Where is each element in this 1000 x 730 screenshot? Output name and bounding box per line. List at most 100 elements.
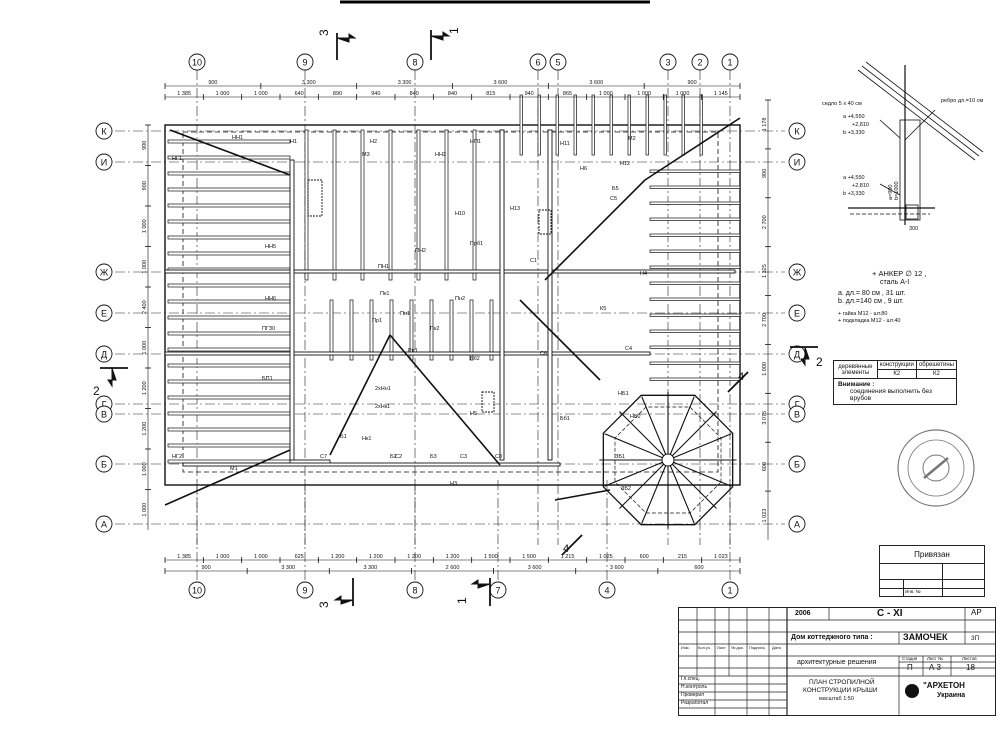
- octagon-rafter: [641, 396, 669, 461]
- member-label: С6: [540, 351, 547, 357]
- octagon-rafter: [667, 459, 732, 487]
- member-label: Н6: [580, 166, 587, 172]
- section-2-right: 2: [816, 355, 823, 369]
- anchor-notes: + АНКЕР ∅ 12 , сталь А-I a. дл.= 80 см ,…: [838, 268, 968, 325]
- left-dim-value: 1 000: [142, 462, 148, 476]
- stamp-title-2: КОНСТРУКЦИИ КРЫШИ: [803, 687, 878, 694]
- stamp-r2: Н.контроль: [681, 684, 708, 690]
- grid-bubble-top: [406, 53, 424, 71]
- beam: [499, 129, 505, 461]
- detail-dim-900: a=900: [888, 185, 894, 200]
- detail-a1: a +4,550: [843, 114, 865, 120]
- rafter: [472, 129, 477, 281]
- rafter: [591, 94, 595, 156]
- octagon-rafter: [667, 411, 717, 461]
- rafter: [555, 94, 559, 156]
- detail-c1: b +3,330: [843, 130, 865, 136]
- rafter: [167, 363, 291, 368]
- member-label: Пк2: [430, 326, 439, 332]
- bottom-dim-inner-value: 625: [295, 554, 304, 560]
- rafter: [649, 233, 741, 237]
- right-dim-value: 1 178: [762, 118, 768, 132]
- rafter: [699, 94, 703, 156]
- detail-dim-300: 300: [909, 226, 918, 232]
- member-label: НБ2: [630, 414, 641, 420]
- rafter: [649, 169, 741, 173]
- stamp-h-izm: Изм.: [681, 645, 690, 650]
- member-label: С7: [320, 454, 327, 460]
- left-dim-value: 2 400: [142, 300, 148, 314]
- octagon-rafter: [619, 459, 669, 509]
- bottom-dim-outer-value: 900: [201, 565, 210, 571]
- bottom-dim-outer-value: 3 600: [610, 565, 624, 571]
- rafter: [609, 94, 613, 156]
- bottom-dim-outer-value: 3 300: [281, 565, 295, 571]
- rafter: [649, 217, 741, 221]
- grid-bubble-left: [95, 405, 113, 423]
- grid-bubble-right: [788, 515, 806, 533]
- beam: [164, 269, 736, 274]
- top-dim-outer-value: 3 600: [494, 80, 508, 86]
- member-label: Б1: [340, 434, 347, 440]
- member-label: С2: [395, 454, 402, 460]
- stamp-year: 2006: [795, 610, 811, 617]
- legend-col3: обрешетины: [915, 360, 958, 370]
- rafter: [349, 299, 354, 361]
- rafter: [167, 139, 291, 144]
- member-label: Н10: [455, 211, 465, 217]
- member-label: М1: [230, 466, 238, 472]
- member-label: БП1: [262, 376, 273, 382]
- title-block-grid: [679, 608, 995, 715]
- grid-bubble-bottom-label: 9: [302, 585, 307, 595]
- right-dim-value: 3 075: [762, 411, 768, 425]
- member-label: ПН2: [415, 248, 426, 254]
- grid-bubble-top-label: 5: [555, 57, 560, 67]
- grid-bubble-top: [529, 53, 547, 71]
- member-label: С4: [625, 346, 632, 352]
- section-markers: 3 1 3 1 2 2 4 4: [93, 27, 823, 608]
- inv-no-label: Инв. №: [905, 589, 921, 594]
- member-label: Пн1: [400, 311, 410, 317]
- member-label: Н12: [620, 161, 630, 167]
- grid-bubble-top: [691, 53, 709, 71]
- grid-bubble-right: [788, 153, 806, 171]
- grid-bubble-top: [721, 53, 739, 71]
- member-label: М2: [628, 136, 636, 142]
- grid-bubble-left: [95, 455, 113, 473]
- octagon-rafter: [619, 411, 669, 461]
- octagon-rafter: [604, 433, 669, 461]
- right-dim-value: 900: [762, 169, 768, 178]
- grid-bubble-top-label: 3: [665, 57, 670, 67]
- stamp-project: Дом коттеджного типа :: [791, 634, 873, 641]
- member-label: НГ2: [172, 454, 182, 460]
- rafter: [167, 395, 291, 400]
- grid-bubble-left: [95, 153, 113, 171]
- rafter: [649, 281, 741, 285]
- bottom-dim-inner-value: 1 200: [369, 554, 383, 560]
- section-3-top: 3: [317, 29, 331, 36]
- bottom-dim-inner-value: 1 500: [522, 554, 536, 560]
- rafter: [167, 315, 291, 320]
- grid-bubble-right-label: Д: [794, 349, 800, 359]
- top-dim-inner-value: 840: [410, 91, 419, 97]
- detail-saddle-label: седло 5 x 40 см: [822, 101, 862, 107]
- rafter: [649, 361, 741, 365]
- bottom-dim-inner-value: 1 200: [446, 554, 460, 560]
- member-label: Бб1: [560, 416, 570, 422]
- grid-bubble-left-label: Г: [102, 399, 107, 409]
- rafter: [332, 129, 337, 281]
- legend-val3: К2: [915, 369, 958, 379]
- right-dim-value: 2 700: [762, 215, 768, 229]
- rafter: [167, 203, 291, 208]
- rafter: [167, 235, 291, 240]
- grid-bubble-right-label: А: [794, 519, 800, 529]
- member-label: Н3: [450, 481, 457, 487]
- member-label: НБ1: [618, 391, 629, 397]
- left-dim-value: 1 200: [142, 381, 148, 395]
- octagon-outline: [602, 394, 734, 526]
- stamp-section: архитектурные решения: [797, 659, 877, 666]
- octagon-rafter: [667, 433, 732, 461]
- hip-diagonals: [164, 117, 741, 506]
